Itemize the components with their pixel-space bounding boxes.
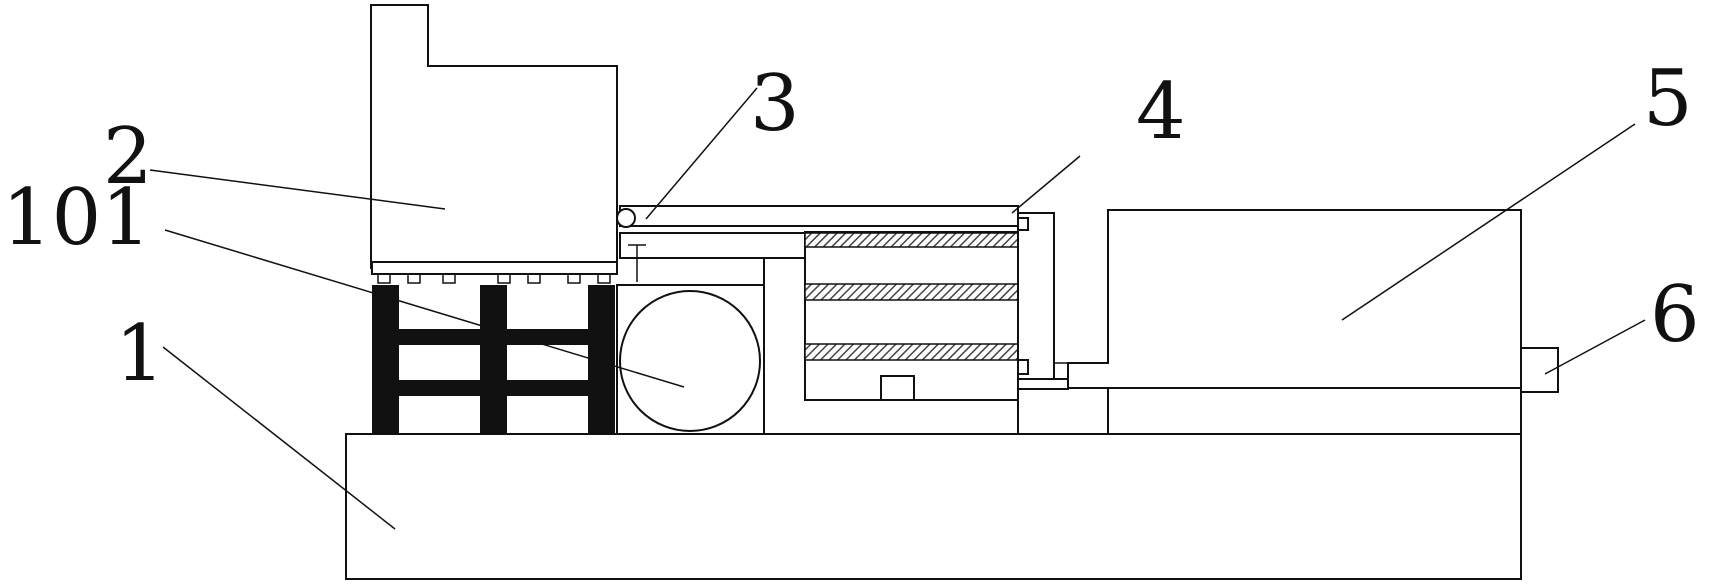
filter-outlet [880,375,915,401]
hopper-part-2 [370,4,618,269]
filter-layer-middle [804,283,1019,301]
bolt-middle [1017,359,1029,375]
collection-box-part-5 [1067,209,1522,389]
motor [619,290,761,432]
bolt-lower [1017,378,1069,390]
plate-holes [377,273,611,284]
leader-6 [1544,319,1646,375]
collection-box-lower [1107,387,1522,435]
support-frame-part-101 [372,285,615,434]
leader-4 [1011,155,1081,214]
bolt-upper [1017,217,1029,231]
label-4: 4 [1136,67,1186,157]
label-1: 1 [115,309,165,399]
label-5: 5 [1643,54,1693,144]
label-6: 6 [1650,270,1700,360]
rail-roller [616,208,636,228]
label-3: 3 [750,59,800,149]
filter-layer-bottom [804,343,1019,361]
leader-3 [645,87,758,220]
label-101: 101 [2,173,151,263]
leader-101 [164,229,685,388]
base-part-1 [345,433,1522,580]
filter-layer-top [804,232,1019,248]
perforated-plate [371,261,618,275]
leader-1 [162,346,396,530]
filter-box-part-4 [804,231,1019,401]
guide-rail-part-3 [619,205,1019,227]
label-2: 2 [103,112,153,202]
leader-5 [1341,123,1636,321]
leader-2 [149,169,446,210]
rail-lower-bracket [619,232,806,259]
